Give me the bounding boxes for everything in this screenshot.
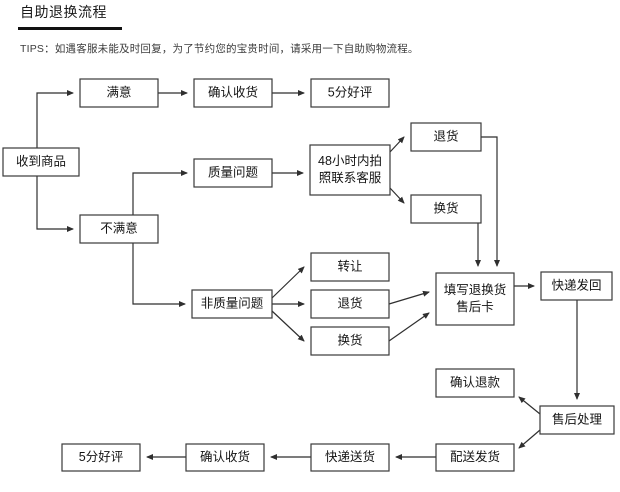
flow-node-return_up[interactable]: 退货: [410, 122, 482, 152]
flow-edge-unsatisfied-to-quality: [132, 170, 188, 215]
flow-node-label-delivery: 快递送货: [325, 449, 375, 464]
flow-node-label-transfer: 转让: [337, 258, 362, 273]
flow-edge-photo48-to-exchange_up: [389, 187, 405, 204]
flow-node-box-transfer: [310, 252, 390, 282]
flow-node-received[interactable]: 收到商品: [2, 147, 80, 177]
flow-edge-unsatisfied-to-nonquality: [132, 243, 186, 307]
flow-node-box-aftersale: [539, 405, 615, 435]
flow-node-box-confirm2: [185, 443, 265, 472]
flow-node-exchange_up[interactable]: 换货: [410, 194, 482, 224]
flow-node-transfer[interactable]: 转让: [310, 252, 390, 282]
flow-node-box-nonquality: [191, 289, 273, 319]
flow-node-rate2[interactable]: 5分好评: [61, 443, 141, 472]
flow-node-label-confirm1: 确认收货: [208, 84, 258, 99]
flow-node-box-exchange_lo: [310, 326, 390, 356]
flow-node-label-return_lo: 退货: [337, 295, 362, 310]
flow-node-quality[interactable]: 质量问题: [193, 158, 273, 188]
flow-edge-return_up-to-fillcard: [481, 136, 500, 267]
flow-node-box-unsatisfied: [79, 214, 159, 244]
flow-node-delivery[interactable]: 快递送货: [310, 443, 390, 472]
flow-node-label-ship: 配送发货: [450, 449, 500, 464]
flow-edge-aftersale-to-refund: [518, 396, 541, 415]
flow-node-label-unsatisfied: 不满意: [100, 220, 138, 235]
flow-node-confirm2[interactable]: 确认收货: [185, 443, 265, 472]
title-underline-rule: [18, 27, 122, 30]
flow-node-aftersale[interactable]: 售后处理: [539, 405, 615, 435]
flow-node-box-quality: [193, 158, 273, 188]
flow-node-exchange_lo[interactable]: 换货: [310, 326, 390, 356]
page-title: 自助退换流程: [20, 4, 107, 20]
flow-node-unsatisfied[interactable]: 不满意: [79, 214, 159, 244]
flow-node-sendback[interactable]: 快递发回: [540, 271, 613, 301]
flow-node-label-aftersale: 售后处理: [552, 411, 603, 426]
flow-node-label-photo48: 照联系客服: [319, 170, 382, 185]
flow-node-label-return_up: 退货: [433, 128, 458, 143]
tips-text: TIPS：如遇客服未能及时回复，为了节约您的宝贵时间，请采用一下自助购物流程。: [20, 43, 419, 55]
flow-node-box-photo48: [309, 144, 391, 196]
flow-edge-return_lo-to-fillcard: [388, 290, 430, 305]
flow-node-box-return_lo: [310, 289, 390, 319]
flow-node-label-fillcard: 填写退换货: [444, 282, 507, 297]
flow-node-confirm1[interactable]: 确认收货: [193, 78, 273, 108]
flow-edge-nonquality-to-transfer: [271, 266, 305, 299]
flow-node-satisfied[interactable]: 满意: [79, 78, 159, 108]
flow-node-refund[interactable]: 确认退款: [435, 368, 515, 398]
flow-node-box-refund: [435, 368, 515, 398]
flow-edge-aftersale-to-ship: [518, 429, 541, 449]
flow-node-rate1[interactable]: 5分好评: [310, 78, 390, 108]
flow-node-label-nonquality: 非质量问题: [201, 296, 264, 310]
flow-node-nonquality[interactable]: 非质量问题: [191, 289, 273, 319]
flow-node-box-delivery: [310, 443, 390, 472]
flow-node-box-ship: [435, 443, 515, 472]
flow-node-label-photo48: 48小时内拍: [318, 153, 382, 168]
flow-node-box-rate1: [310, 78, 390, 108]
flow-node-box-exchange_up: [410, 194, 482, 224]
flow-edge-received-to-unsatisfied: [36, 176, 74, 232]
flow-node-box-satisfied: [79, 78, 159, 108]
flow-node-box-received: [2, 147, 80, 177]
flow-node-box-sendback: [540, 271, 613, 301]
flow-node-box-fillcard: [435, 272, 515, 326]
flow-edge-nonquality-to-exchange_lo: [271, 310, 305, 342]
flow-node-box-rate2: [61, 443, 141, 472]
flow-node-label-refund: 确认退款: [450, 375, 501, 389]
flow-node-box-return_up: [410, 122, 482, 152]
flow-node-label-received: 收到商品: [16, 153, 66, 168]
flow-node-label-exchange_up: 换货: [433, 200, 458, 215]
flow-node-box-confirm1: [193, 78, 273, 108]
flow-node-label-rate1: 5分好评: [328, 85, 372, 99]
flow-edge-received-to-satisfied: [36, 90, 74, 148]
flow-node-label-fillcard: 售后卡: [456, 299, 494, 314]
flow-node-label-rate2: 5分好评: [79, 450, 123, 464]
flow-node-ship[interactable]: 配送发货: [435, 443, 515, 472]
flow-node-label-sendback: 快递发回: [551, 277, 601, 292]
flow-node-label-confirm2: 确认收货: [200, 449, 250, 464]
flow-node-label-quality: 质量问题: [208, 165, 259, 179]
flow-edge-exchange_lo-to-fillcard: [388, 312, 430, 342]
flow-node-return_lo[interactable]: 退货: [310, 289, 390, 319]
flow-node-label-exchange_lo: 换货: [337, 332, 362, 347]
flow-node-label-satisfied: 满意: [106, 84, 131, 99]
flow-edge-photo48-to-return_up: [389, 136, 405, 153]
